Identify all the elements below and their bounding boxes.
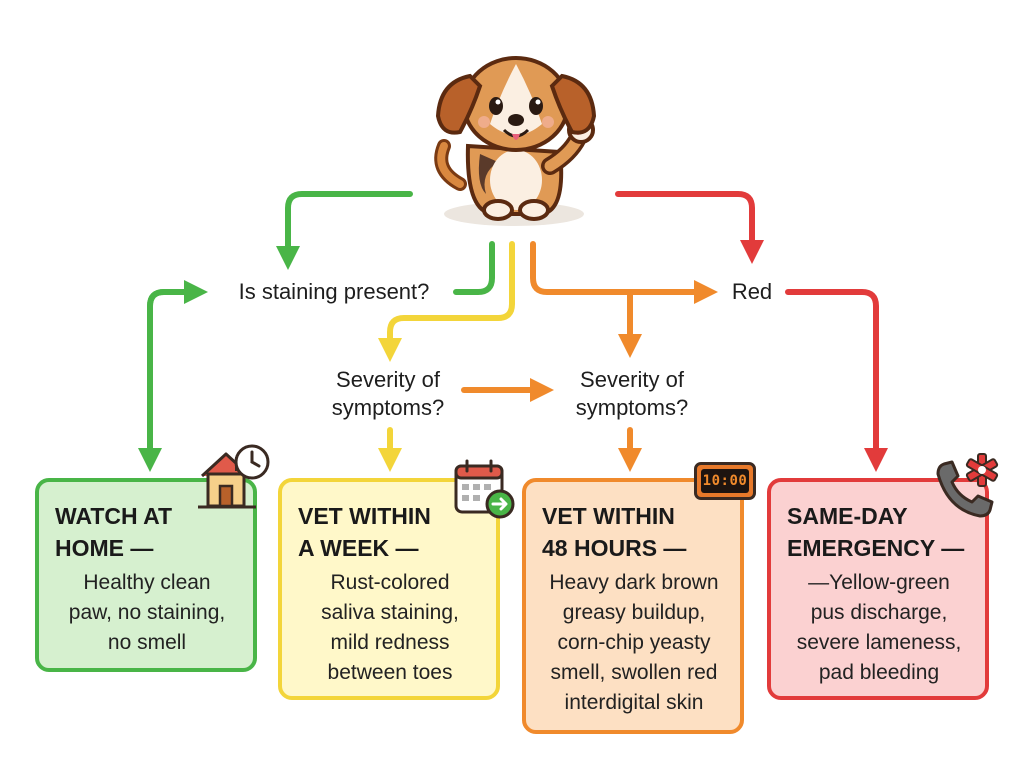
arrow-staining-to-home [138, 289, 203, 472]
outcome-description: Healthy clean paw, no staining, no smell [68, 571, 226, 654]
outcome-vet-within-48-hours: VET WITHIN 48 HOURS — Heavy dark brown g… [522, 478, 744, 734]
outcome-vet-within-week: VET WITHIN A WEEK — Rust-colored saliva … [278, 478, 500, 700]
question-red: Red [731, 279, 773, 304]
outcome-description: Rust-colored saliva staining, mild redne… [321, 571, 459, 684]
outcome-title: WATCH AT HOME — [55, 503, 173, 561]
arrow-dog-to-severity-1 [378, 241, 515, 362]
arrow-home-to-staining [147, 280, 208, 309]
question-severity-2: Severity of symptoms? [575, 367, 689, 420]
arrow-red-to-emergency [785, 289, 888, 472]
outcome-description: Heavy dark brown greasy buildup, corn-ch… [549, 571, 719, 714]
outcome-same-day-emergency: SAME-DAY EMERGENCY — —Yellow-green pus d… [767, 478, 989, 700]
outcome-title: VET WITHIN A WEEK — [298, 503, 431, 561]
outcome-title: SAME-DAY EMERGENCY — [787, 503, 965, 561]
outcome-title: VET WITHIN 48 HOURS — [542, 503, 687, 561]
outcome-description: —Yellow-green pus discharge, severe lame… [796, 571, 962, 684]
arrow-dog-to-staining-2 [453, 241, 495, 295]
arrow-dog-to-red-top [615, 191, 764, 264]
outcome-watch-at-home: WATCH AT HOME — Healthy clean paw, no st… [35, 478, 257, 672]
calendar-arrow-icon [454, 459, 515, 519]
question-staining: Is staining present? [238, 279, 430, 304]
phone-emergency-icon [936, 453, 999, 518]
clock-display: 10:00 [701, 469, 749, 493]
question-severity-1: Severity of symptoms? [331, 367, 445, 420]
house-clock-icon [198, 444, 270, 509]
puppy-waving-icon [434, 56, 597, 226]
digital-clock-icon: 10:00 [694, 462, 756, 500]
arrow-dog-to-red [530, 241, 718, 304]
arrow-dog-to-staining [276, 191, 413, 270]
clock-time: 10:00 [702, 473, 748, 489]
